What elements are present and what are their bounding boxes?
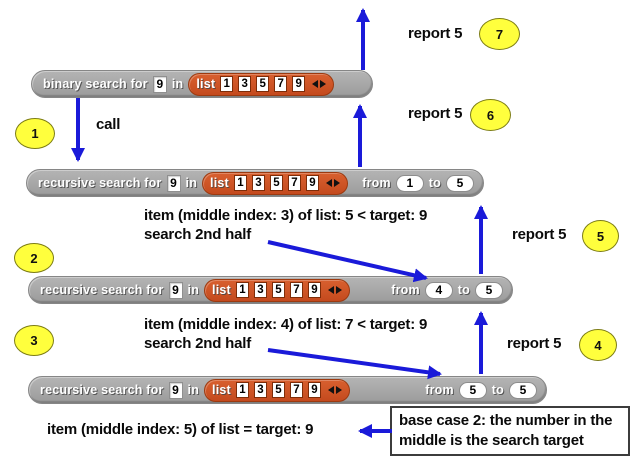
list-label: list (212, 283, 231, 297)
block-prefix-label: recursive search for (38, 176, 162, 190)
list-scroll-left-icon[interactable] (327, 386, 334, 394)
binary-search-block[interactable]: binary search for 9 in list 1 3 5 7 9 (31, 70, 373, 98)
recursive-search-block-2[interactable]: recursive search for 9 in list 1 3 5 7 9… (28, 276, 513, 304)
from-label: from (425, 383, 454, 397)
list-reporter[interactable]: list 1 3 5 7 9 (204, 378, 350, 402)
list-item: 7 (289, 282, 303, 298)
step-badge-1: 1 (15, 118, 55, 149)
report-label-step5: report 5 (512, 226, 567, 243)
block-prefix-label: recursive search for (40, 283, 164, 297)
list-item: 5 (271, 382, 285, 398)
list-reporter[interactable]: list 1 3 5 7 9 (188, 72, 335, 96)
annotation-level1-action: search 2nd half (144, 226, 252, 243)
in-label: in (185, 176, 198, 190)
from-input[interactable]: 1 (395, 174, 424, 192)
to-label: to (491, 383, 504, 397)
to-label: to (428, 176, 441, 190)
list-item: 9 (292, 76, 306, 92)
report-label-step6: report 5 (408, 105, 463, 122)
target-input[interactable]: 9 (168, 381, 183, 399)
call-label: call (96, 116, 121, 133)
from-input[interactable]: 5 (458, 381, 487, 399)
list-item: 7 (274, 76, 288, 92)
step-badge-2: 2 (14, 243, 54, 273)
list-item: 3 (251, 175, 265, 191)
target-input[interactable]: 9 (166, 174, 181, 192)
annotation-base-result: item (middle index: 5) of list = target:… (47, 421, 314, 438)
to-input[interactable]: 5 (475, 281, 503, 299)
list-item: 3 (253, 282, 267, 298)
list-scroll-right-icon[interactable] (333, 179, 340, 187)
recurse-arrow-to-from4 (267, 240, 428, 283)
to-label: to (457, 283, 470, 297)
report-label-step7: report 5 (408, 25, 463, 42)
step-badge-7: 7 (479, 18, 520, 50)
list-label: list (210, 176, 229, 190)
list-scroll-right-icon[interactable] (320, 80, 327, 88)
block-prefix-label: recursive search for (40, 383, 164, 397)
list-scroll-right-icon[interactable] (335, 386, 342, 394)
from-label: from (391, 283, 420, 297)
list-scroll-left-icon[interactable] (325, 179, 332, 187)
recursive-search-block-3[interactable]: recursive search for 9 in list 1 3 5 7 9… (28, 376, 547, 404)
step-badge-4: 4 (579, 329, 617, 361)
list-item: 1 (233, 175, 247, 191)
block-prefix-label: binary search for (43, 77, 148, 91)
list-item: 1 (220, 76, 234, 92)
base-case-note-box: base case 2: the number in the middle is… (390, 406, 630, 456)
in-label: in (187, 383, 200, 397)
from-input[interactable]: 4 (424, 281, 453, 299)
in-label: in (171, 77, 184, 91)
list-reporter[interactable]: list 1 3 5 7 9 (204, 278, 350, 302)
list-item: 7 (289, 382, 303, 398)
list-scroll-right-icon[interactable] (335, 286, 342, 294)
list-scroll-left-icon[interactable] (327, 286, 334, 294)
list-item: 3 (238, 76, 252, 92)
step-badge-3: 3 (14, 325, 54, 356)
from-label: from (362, 176, 391, 190)
list-label: list (196, 77, 216, 91)
list-item: 9 (305, 175, 319, 191)
recurse-arrow-to-from5 (267, 348, 442, 380)
in-label: in (187, 283, 200, 297)
annotation-level1-compare: item (middle index: 3) of list: 5 < targ… (144, 207, 428, 224)
step-badge-5: 5 (582, 220, 619, 252)
list-item: 5 (271, 282, 285, 298)
annotation-level2-compare: item (middle index: 4) of list: 7 < targ… (144, 316, 428, 333)
list-item: 1 (235, 282, 249, 298)
list-label: list (212, 383, 231, 397)
to-input[interactable]: 5 (509, 381, 537, 399)
to-input[interactable]: 5 (446, 174, 474, 192)
list-item: 5 (269, 175, 283, 191)
list-item: 9 (307, 282, 321, 298)
list-item: 7 (287, 175, 301, 191)
target-input[interactable]: 9 (152, 75, 167, 93)
list-scroll-left-icon[interactable] (312, 80, 319, 88)
step-badge-6: 6 (470, 99, 511, 131)
recursive-search-block-1[interactable]: recursive search for 9 in list 1 3 5 7 9… (26, 169, 484, 197)
target-input[interactable]: 9 (168, 281, 183, 299)
annotation-level2-action: search 2nd half (144, 335, 252, 352)
list-item: 1 (235, 382, 249, 398)
list-reporter[interactable]: list 1 3 5 7 9 (202, 171, 348, 195)
list-item: 9 (307, 382, 321, 398)
report-label-step4: report 5 (507, 335, 562, 352)
list-item: 5 (256, 76, 270, 92)
list-item: 3 (253, 382, 267, 398)
